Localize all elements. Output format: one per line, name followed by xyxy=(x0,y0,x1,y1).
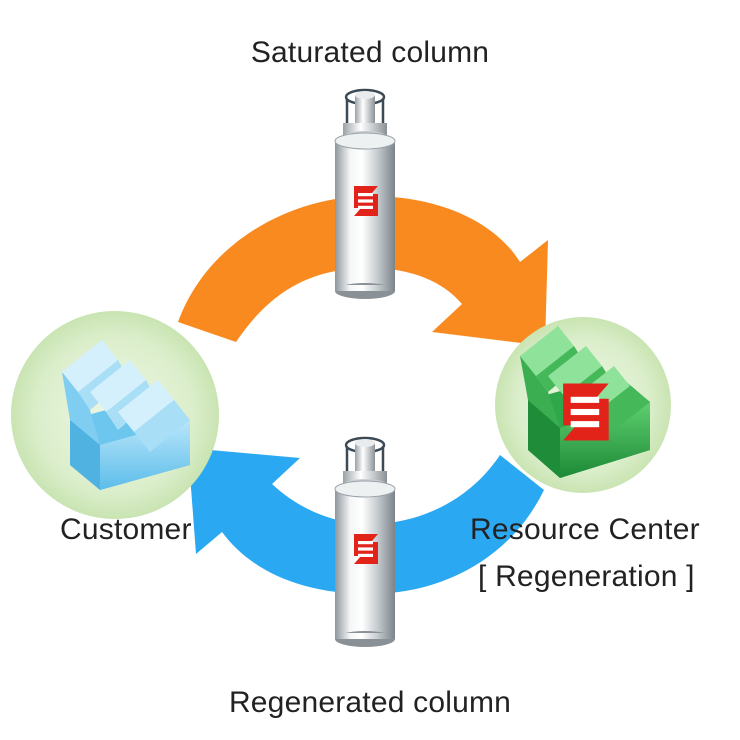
resource-center-node xyxy=(495,317,671,493)
regenerated-column-icon xyxy=(333,436,397,649)
blue-flow-arrow xyxy=(188,448,544,594)
regeneration-label: [ Regeneration ] xyxy=(478,560,695,593)
regenerated-column-label: Regenerated column xyxy=(228,686,512,719)
saturated-column-icon xyxy=(333,88,397,301)
factory-building-logo-icon xyxy=(520,326,650,478)
customer-label: Customer xyxy=(60,513,192,546)
resource-center-label: Resource Center xyxy=(470,513,700,546)
factory-building-icon xyxy=(62,340,190,490)
customer-node xyxy=(11,311,219,519)
orange-flow-arrow xyxy=(178,196,548,346)
saturated-column-label: Saturated column xyxy=(250,36,490,69)
